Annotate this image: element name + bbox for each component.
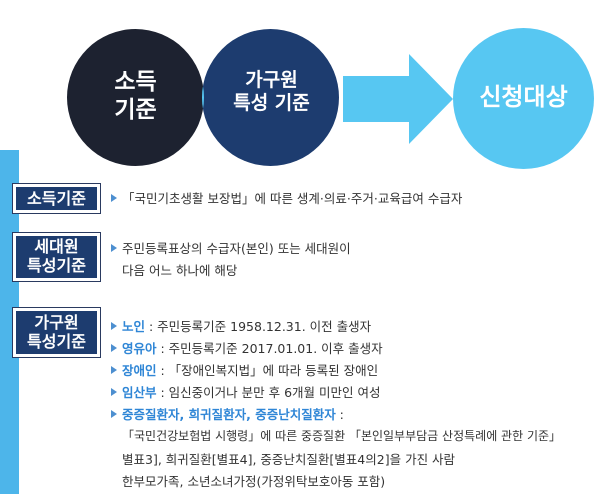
list-item-elderly: 노인 : 주민등록기준 1958.12.31. 이전 출생자 <box>122 319 372 334</box>
bullet-triangle-icon <box>111 344 117 352</box>
household-member-text-line1: 주민등록표상의 수급자(본인) 또는 세대원이 <box>122 241 351 256</box>
serious-disease-detail-line1: 「국민건강보험법 시행령」에 따른 중증질환 「본인일부부담금 산정특례에 관한… <box>122 429 562 443</box>
income-circle <box>67 29 204 166</box>
target-circle <box>453 28 594 169</box>
bullet-triangle-icon <box>111 244 117 252</box>
serious-disease-detail-line2: 별표3], 희귀질환[별표4], 중증난치질환[별표4의2]을 가진 사람 <box>122 452 456 467</box>
income-criteria-label: 소득기준 <box>12 183 101 214</box>
bullet-triangle-icon <box>111 410 117 418</box>
income-criteria-text: 「국민기초생활 보장법」에 따른 생계·의료·주거·교육급여 수급자 <box>122 191 463 206</box>
list-item-serious-disease: 중증질환자, 희귀질환자, 중증난치질환자 : <box>122 407 344 422</box>
household-circle-label: 가구원 특성 기준 <box>233 69 310 115</box>
bullet-triangle-icon <box>111 194 117 202</box>
income-circle-label: 소득 기준 <box>114 69 157 124</box>
bullet-triangle-icon <box>111 322 117 330</box>
bullet-triangle-icon <box>111 366 117 374</box>
list-item-disabled: 장애인 : 「장애인복지법」에 따라 등록된 장애인 <box>122 363 379 378</box>
list-item-pregnant: 임산부 : 임신중이거나 분만 후 6개월 미만인 여성 <box>122 385 381 400</box>
serious-disease-detail-line3: 한부모가족, 소년소녀가정(가정위탁보호아동 포함) <box>122 474 386 489</box>
household-member-text-line2: 다음 어느 하나에 해당 <box>122 263 238 278</box>
list-item-infant: 영유아 : 주민등록기준 2017.01.01. 이후 출생자 <box>122 341 383 356</box>
bullet-triangle-icon <box>111 388 117 396</box>
family-member-criteria-label: 가구원 특성기준 <box>12 307 101 358</box>
target-circle-label: 신청대상 <box>479 83 568 111</box>
arrow-right-icon <box>343 54 453 144</box>
household-member-criteria-label: 세대원 특성기준 <box>12 232 101 282</box>
household-circle <box>202 29 339 166</box>
